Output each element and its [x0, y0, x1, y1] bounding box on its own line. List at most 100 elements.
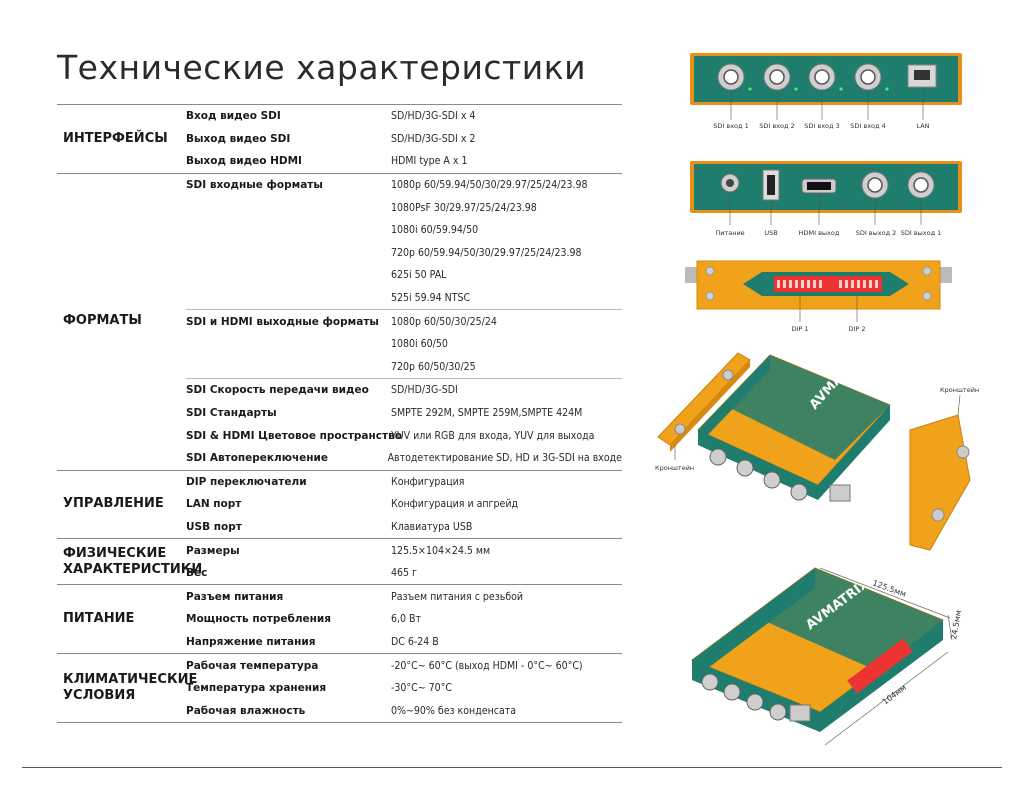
spec-table: ИНТЕРФЕЙСЫ Вход видео SDI SD/HD/3G-SDI x 4… — [57, 104, 622, 724]
label-dim-height: 24.5мм — [949, 609, 963, 640]
spec-group: SDI входные форматы 1080p 60/59.94/50/30/… — [186, 174, 622, 310]
spec-value: 6,0 Вт — [391, 613, 421, 626]
label-sdi-in-2: SDI вход 2 — [759, 122, 794, 130]
spec-param: SDI Стандарты — [186, 407, 277, 420]
spec-value: 125.5×104×24.5 мм — [391, 544, 491, 557]
spec-row: Разъем питания Разъем питания с резьбой — [186, 585, 622, 608]
label-power: Питание — [715, 229, 744, 237]
spec-value: Разъем питания с резьбой — [391, 590, 524, 603]
spec-value: SD/HD/3G-SDI x 2 — [391, 132, 476, 145]
spec-value: 465 г — [391, 567, 417, 580]
panel-dip-side: DIP 1 DIP 2 — [685, 260, 952, 333]
spec-value: HDMI type A x 1 — [391, 155, 468, 168]
spec-param: SDI & HDMI Цветовое пространство — [186, 429, 402, 442]
spec-value: Конфигурация — [391, 475, 465, 488]
section-label: УПРАВЛЕНИЕ — [63, 496, 164, 512]
spec-param: Напряжение питания — [186, 635, 316, 648]
spec-value: 625i 50 PAL — [391, 269, 447, 282]
spec-value: SD/HD/3G-SDI x 4 — [391, 110, 476, 123]
label-sdi-in-4: SDI вход 4 — [850, 122, 885, 130]
spec-row: Рабочая температура -20°C~ 60°C (выход HD… — [186, 654, 622, 677]
label-sdi-out-1: SDI выход 1 — [901, 229, 942, 237]
spec-value: Клавиатура USB — [391, 520, 473, 533]
spec-row: 625i 50 PAL — [186, 264, 622, 287]
label-bracket-left: Кронштейн — [655, 464, 694, 472]
spec-value: Конфигурация и апгрейд — [391, 498, 519, 511]
spec-group: Вход видео SDI SD/HD/3G-SDI x 4 Выход виде… — [186, 105, 622, 173]
spec-row: SDI входные форматы 1080p 60/59.94/50/30/… — [186, 174, 622, 197]
label-lan: LAN — [916, 122, 929, 130]
spec-value: -20°C~ 60°C (выход HDMI - 0°C~ 60°C) — [391, 659, 583, 672]
panel-sdi-inputs: SDI вход 1 SDI вход 2 SDI вход 3 SDI вхо… — [690, 53, 962, 130]
spec-param: SDI входные форматы — [186, 179, 323, 192]
spec-value: 0%~90% без конденсата — [391, 704, 517, 717]
spec-value: 1080i 60/50 — [391, 338, 448, 351]
spec-row: Выход видео SDI SD/HD/3G-SDI x 2 — [186, 128, 622, 151]
label-dip-2: DIP 2 — [848, 325, 865, 333]
spec-value: 1080p 60/59.94/50/30/29.97/25/24/23.98 — [391, 179, 588, 192]
spec-row: 720p 60/50/30/25 — [186, 356, 622, 379]
spec-param: Выход видео SDI — [186, 132, 291, 145]
section-label: ИНТЕРФЕЙСЫ — [63, 130, 168, 146]
spec-row: Мощность потребления 6,0 Вт — [186, 608, 622, 631]
spec-group: Рабочая температура -20°C~ 60°C (выход HD… — [186, 654, 622, 722]
spec-param: Рабочая температура — [186, 659, 319, 672]
spec-value: Автодетектирование SD, HD и 3G-SDI на вх… — [387, 452, 622, 465]
spec-row: Вес 465 г — [186, 562, 622, 585]
label-dim-width: 104мм — [881, 683, 908, 707]
spec-value: 1080PsF 30/29.97/25/24/23.98 — [391, 201, 537, 214]
label-dip-1: DIP 1 — [791, 325, 808, 333]
spec-row: SDI и HDMI выходные форматы 1080p 60/50/3… — [186, 310, 622, 333]
spec-row: SDI Автопереключение Автодетектирование S… — [186, 447, 622, 470]
spec-param: Выход видео HDMI — [186, 155, 302, 168]
spec-value: 720p 60/50/30/25 — [391, 360, 476, 373]
spec-row: 1080i 60/50 — [186, 333, 622, 356]
spec-value: 1080p 60/50/30/25/24 — [391, 315, 497, 328]
spec-row: Вход видео SDI SD/HD/3G-SDI x 4 — [186, 105, 622, 128]
label-sdi-out-2: SDI выход 2 — [856, 229, 897, 237]
section-label: ФИЗИЧЕСКИЕ ХАРАКТЕРИСТИКИ — [63, 545, 203, 577]
spec-value: SMPTE 292M, SMPTE 259M,SMPTE 424M — [391, 407, 583, 420]
label-bracket-right: Кронштейн — [940, 386, 979, 394]
label-usb: USB — [764, 229, 777, 237]
spec-row: Выход видео HDMI HDMI type A x 1 — [186, 150, 622, 173]
label-sdi-in-1: SDI вход 1 — [713, 122, 748, 130]
spec-row: 1080i 60/59.94/50 — [186, 219, 622, 242]
page-title: Технические характеристики — [57, 48, 587, 87]
device-with-brackets: AVMATRIX Кронштейн Кронштейн — [655, 347, 979, 551]
bottom-divider — [22, 767, 1002, 768]
spec-row: SDI Стандарты SMPTE 292M, SMPTE 259M,SMPT… — [186, 402, 622, 425]
label-hdmi-out: HDMI выход — [799, 229, 840, 237]
spec-param: SDI Автопереключение — [186, 452, 329, 465]
spec-section: ИНТЕРФЕЙСЫ Вход видео SDI SD/HD/3G-SDI x 4… — [57, 104, 622, 173]
spec-param: SDI Скорость передачи видео — [186, 384, 369, 397]
spec-param: SDI и HDMI выходные форматы — [186, 315, 379, 328]
panel-outputs: Питание USB HDMI выход SDI выход 2 SDI в… — [690, 161, 962, 237]
spec-row: 1080PsF 30/29.97/25/24/23.98 — [186, 196, 622, 219]
spec-param: Вес — [186, 567, 208, 580]
label-sdi-in-3: SDI вход 3 — [804, 122, 839, 130]
product-illustration: SDI вход 1 SDI вход 2 SDI вход 3 SDI вхо… — [655, 53, 979, 746]
spec-param: Мощность потребления — [186, 613, 332, 626]
spec-param: Вход видео SDI — [186, 110, 281, 123]
spec-row: 525i 59.94 NTSC — [186, 287, 622, 310]
spec-row: 720p 60/59.94/50/30/29.97/25/24/23.98 — [186, 242, 622, 265]
spec-value: 525i 59.94 NTSC — [391, 292, 471, 305]
section-label: КЛИМАТИЧЕСКИЕ УСЛОВИЯ — [63, 672, 198, 704]
section-label: ФОРМАТЫ — [63, 312, 142, 328]
spec-value: 1080i 60/59.94/50 — [391, 224, 479, 237]
section-label: ПИТАНИЕ — [63, 611, 135, 627]
